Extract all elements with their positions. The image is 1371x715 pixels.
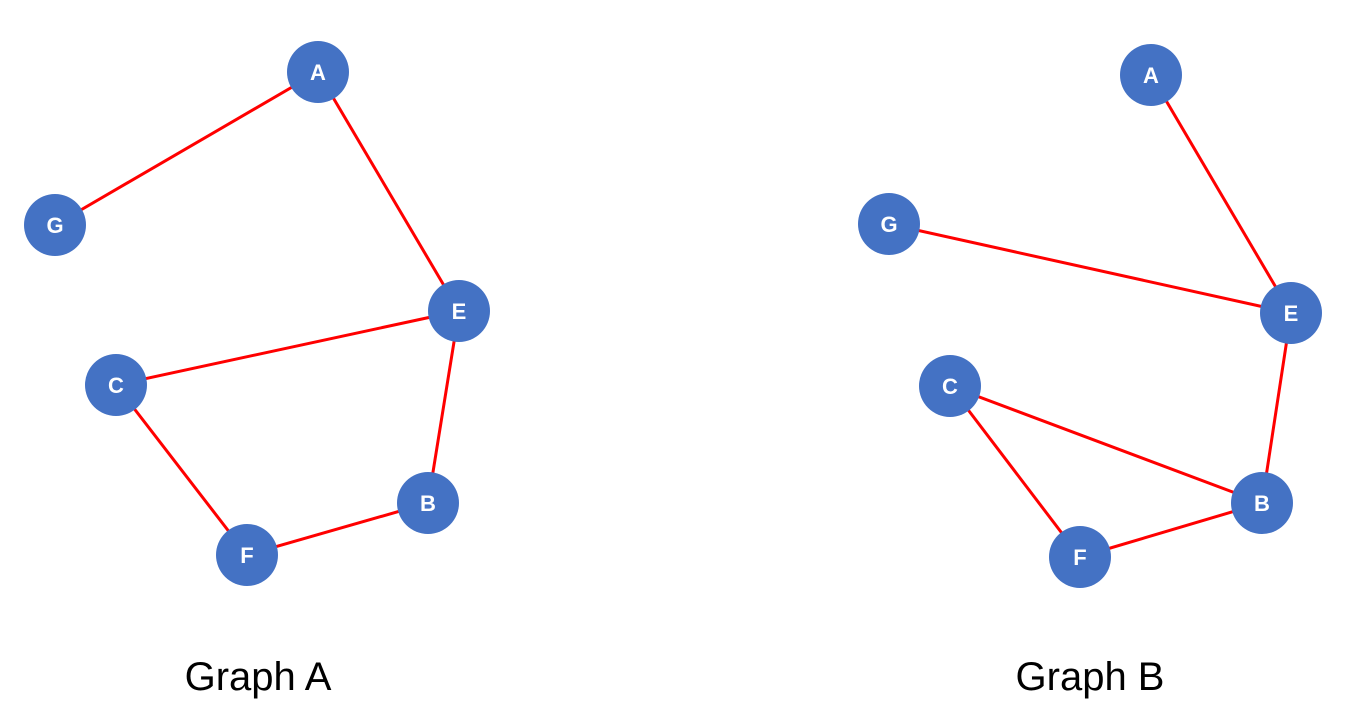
graph-a-node-c-label: C (108, 373, 124, 398)
graph-b-edge-e-b (1260, 312, 1293, 504)
graph-a-edge-c-f (114, 384, 249, 556)
graph-a-node-e-label: E (452, 299, 467, 324)
graph-a-edge-g-a (54, 70, 319, 227)
graph-b-node-g-circle (858, 193, 920, 255)
graph-b-node-a-label: A (1143, 63, 1159, 88)
graph-b: A G E C B F Graph B (858, 44, 1322, 699)
graph-a-node-a: A (287, 41, 349, 103)
graph-b-node-e: E (1260, 282, 1322, 344)
graph-a-node-g-label: G (46, 213, 63, 238)
graph-a-node-a-label: A (310, 60, 326, 85)
graph-b-node-b: B (1231, 472, 1293, 534)
graph-b-node-g-label: G (880, 212, 897, 237)
graph-a-node-f-circle (216, 524, 278, 586)
graph-a-node-a-circle (287, 41, 349, 103)
graph-a-node-f: F (216, 524, 278, 586)
graph-b-node-f-label: F (1073, 545, 1086, 570)
graph-a-node-g: G (24, 194, 86, 256)
graph-a-node-b: B (397, 472, 459, 534)
graph-b-node-e-circle (1260, 282, 1322, 344)
graph-b-node-g: G (858, 193, 920, 255)
graph-a-node-c-circle (85, 354, 147, 416)
graph-b-edge-a-e (1149, 74, 1293, 314)
graph-a-caption: Graph A (185, 655, 332, 699)
graph-a: A G E C B F Graph A (24, 41, 490, 699)
graph-a-node-b-label: B (420, 491, 436, 516)
graph-a-nodes: A G E C B F (24, 41, 490, 586)
graph-b-edge-f-b (1079, 501, 1263, 559)
graph-b-edge-c-f (948, 385, 1082, 558)
graph-b-node-c-circle (919, 355, 981, 417)
graph-b-edge-c-b (949, 384, 1263, 505)
graph-b-edge-g-e (888, 222, 1292, 315)
graph-a-node-b-circle (397, 472, 459, 534)
graph-b-node-c: C (919, 355, 981, 417)
graph-a-node-g-circle (24, 194, 86, 256)
graph-a-edges (54, 70, 461, 557)
graph-a-edge-c-e (115, 309, 460, 387)
graph-b-nodes: A G E C B F (858, 44, 1322, 588)
graph-a-node-e-circle (428, 280, 490, 342)
graph-b-edges (888, 74, 1293, 559)
graph-b-node-a: A (1120, 44, 1182, 106)
graph-b-node-f: F (1049, 526, 1111, 588)
graph-b-node-b-label: B (1254, 491, 1270, 516)
graph-b-node-b-circle (1231, 472, 1293, 534)
graph-b-node-e-label: E (1284, 301, 1299, 326)
graph-a-node-c: C (85, 354, 147, 416)
graph-b-node-f-circle (1049, 526, 1111, 588)
graph-b-node-c-label: C (942, 374, 958, 399)
graph-b-caption: Graph B (1016, 655, 1165, 699)
graph-b-node-a-circle (1120, 44, 1182, 106)
graph-a-edge-a-e (316, 71, 461, 312)
graph-a-node-e: E (428, 280, 490, 342)
graph-a-node-f-label: F (240, 543, 253, 568)
graph-a-edge-e-b (426, 310, 461, 504)
graph-a-edge-f-b (246, 501, 429, 557)
